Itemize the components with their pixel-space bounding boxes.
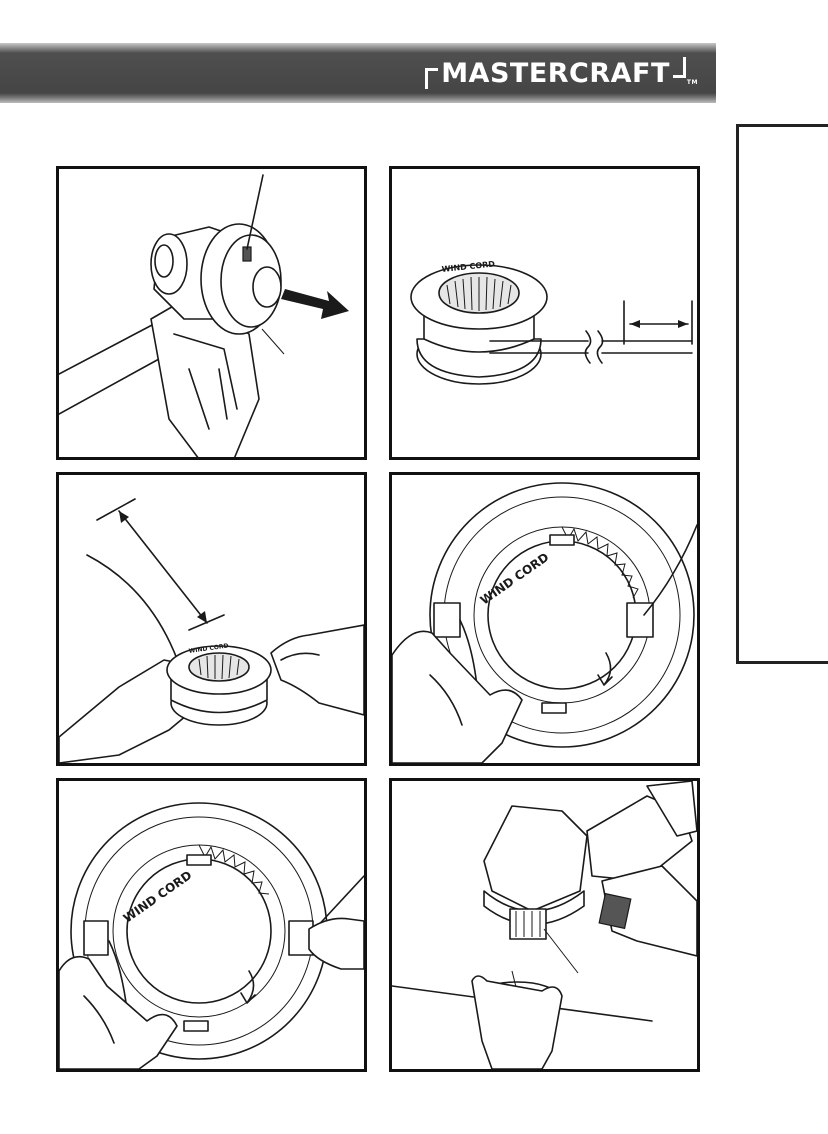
leader-line	[262, 329, 284, 354]
head-drive	[510, 909, 546, 939]
notch-bottom	[184, 1021, 208, 1031]
spool-hub	[253, 267, 281, 307]
arrow-right-icon	[281, 289, 349, 319]
head-cap-inner	[155, 245, 173, 277]
figure-2-illustration: WIND CORD	[392, 169, 697, 457]
section-side-tab	[736, 124, 828, 664]
figure-5-panel: WIND CORD	[56, 778, 367, 1072]
figure-6-panel	[389, 778, 700, 1072]
notch-top	[187, 855, 211, 865]
dimension-line	[119, 511, 207, 623]
eyelet-left	[84, 921, 108, 955]
figure-1-illustration	[59, 169, 364, 457]
figure-4-illustration: WIND CORD	[392, 475, 697, 763]
header-banner: MASTERCRAFT TM	[0, 43, 716, 103]
guard-clip	[599, 894, 631, 929]
logo-trademark: TM	[687, 79, 698, 86]
figure-3-panel: WIND CORD	[56, 472, 367, 766]
head-body	[484, 806, 587, 911]
figure-6-illustration	[392, 781, 697, 1069]
cord-strands-end	[602, 341, 692, 353]
shaft-lines	[59, 324, 159, 414]
figure-1-panel	[56, 166, 367, 460]
spool-center	[189, 653, 249, 681]
figure-3-illustration: WIND CORD	[59, 475, 364, 763]
spool-gear-inner	[127, 859, 271, 1003]
cord-break-marks	[585, 331, 602, 363]
figure-4-panel: WIND CORD	[389, 472, 700, 766]
logo-bracket-left	[425, 68, 438, 89]
holding-hand	[472, 976, 562, 1069]
eyelet-left	[434, 603, 460, 637]
notch-bottom	[542, 703, 566, 713]
right-hand	[271, 625, 364, 715]
figure-2-panel: WIND CORD	[389, 166, 700, 460]
spool-gear-inner	[488, 541, 636, 689]
logo-text: MASTERCRAFT	[441, 58, 670, 89]
notch-top	[550, 535, 574, 545]
logo-bracket-right	[673, 57, 686, 78]
leader-line-1	[544, 929, 578, 973]
figure-5-illustration: WIND CORD	[59, 781, 364, 1069]
mastercraft-logo: MASTERCRAFT TM	[425, 51, 698, 95]
